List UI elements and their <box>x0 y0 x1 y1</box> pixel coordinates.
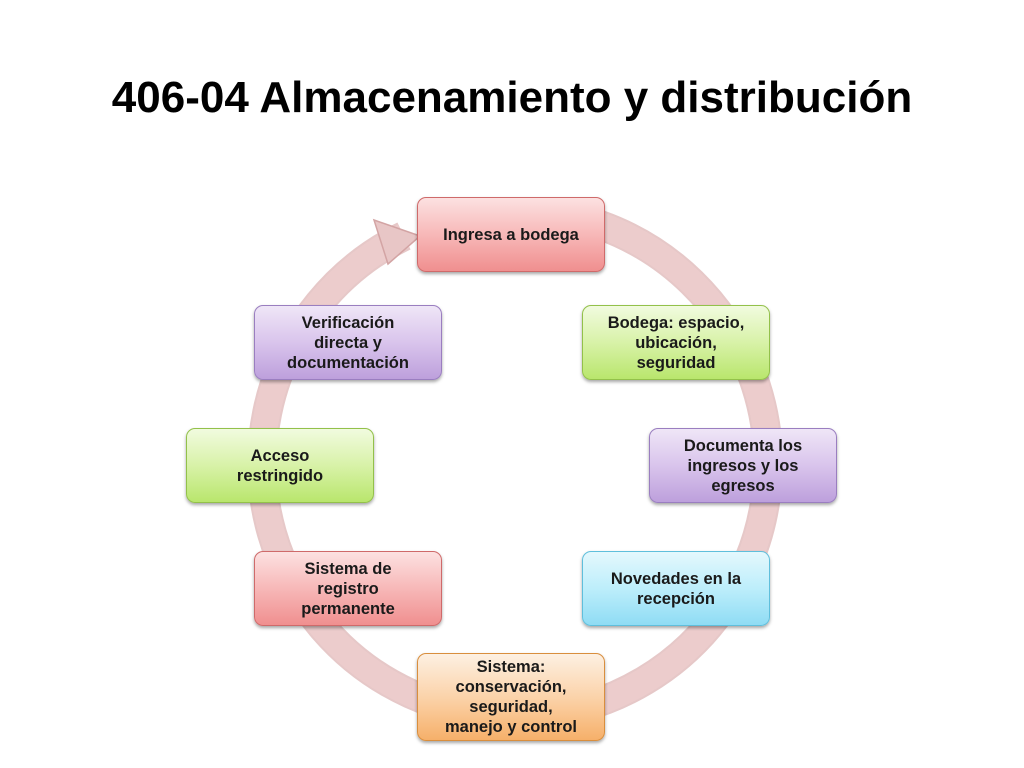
node-verificacion-directa: Verificación directa y documentación <box>254 305 442 380</box>
node-documenta-ingresos-egresos: Documenta los ingresos y los egresos <box>649 428 837 503</box>
node-bodega-espacio: Bodega: espacio, ubicación, seguridad <box>582 305 770 380</box>
node-ingresa-a-bodega: Ingresa a bodega <box>417 197 605 272</box>
node-sistema-conservacion: Sistema: conservación, seguridad, manejo… <box>417 653 605 741</box>
slide-title: 406-04 Almacenamiento y distribución <box>111 73 913 122</box>
node-sistema-registro-permanente: Sistema de registro permanente <box>254 551 442 626</box>
node-acceso-restringido: Acceso restringido <box>186 428 374 503</box>
node-novedades-recepcion: Novedades en la recepción <box>582 551 770 626</box>
